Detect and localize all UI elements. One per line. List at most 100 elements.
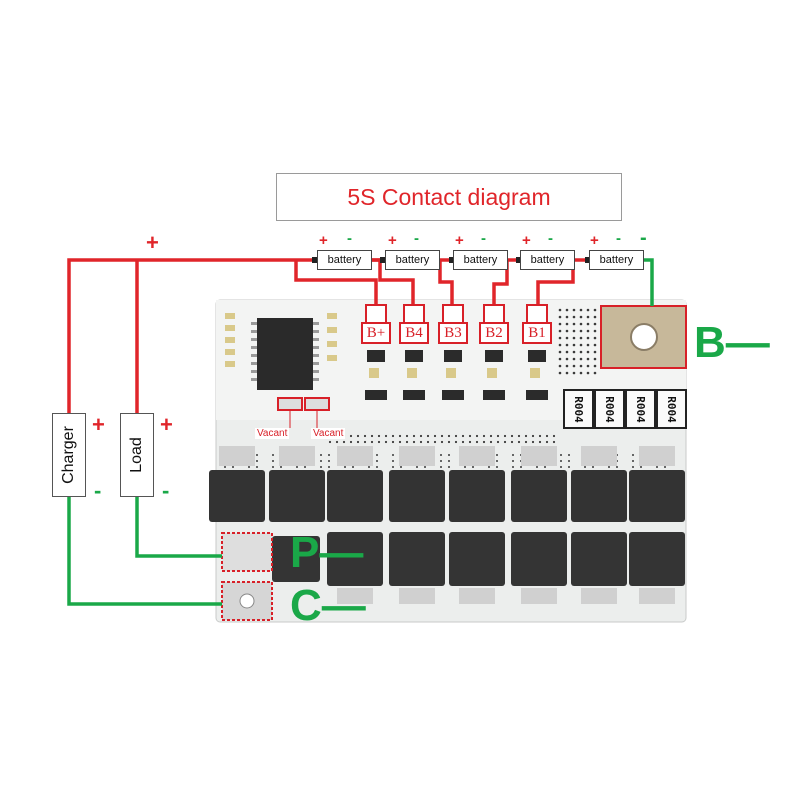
board-dot [565,308,569,312]
mosfet [511,470,567,522]
mosfet-tab [399,446,435,466]
board-dot [579,329,583,333]
board-dot [472,466,474,468]
board-dot [448,460,450,462]
board-dot [593,371,597,375]
board-dot [363,434,367,438]
board-dot [440,434,444,438]
board-dot [558,336,562,340]
board-dot [565,350,569,354]
board-dot [320,454,322,456]
board-dot [558,329,562,333]
mosfet [571,470,627,522]
board-dot [256,466,258,468]
board-dot [489,434,493,438]
cell-capacitor [487,368,497,378]
cell-transistor [367,350,385,362]
ic-pin [251,330,257,333]
vacant-label-1: Vacant [255,428,290,439]
board-dot [520,466,522,468]
board-dot [584,466,586,468]
board-dot [475,434,479,438]
resistor-4-label: R004 [665,395,678,423]
board-dot [524,440,528,444]
board-dot [512,460,514,462]
mosfet-tab [337,588,373,604]
board-dot [272,466,274,468]
board-dot [440,466,442,468]
board-dot [272,460,274,462]
pad-b3: B3 [438,322,468,344]
ic-pin [251,370,257,373]
board-dot [320,460,322,462]
board-dot [565,315,569,319]
board-dot [512,454,514,456]
battery-2-plus: + [388,232,397,249]
ic-chip [257,318,313,390]
charger-box: Charger [52,413,86,497]
left-components [225,313,337,367]
board-dot [328,466,330,468]
board-dot [248,466,250,468]
board-dot [256,454,258,456]
board-dot [593,322,597,326]
board-dot [356,440,360,444]
board-dot [400,466,402,468]
ic-pin [251,378,257,381]
board-dot [545,434,549,438]
board-dot [586,308,590,312]
board-dot [304,466,306,468]
battery-2: battery [385,250,440,270]
mosfet [629,532,685,586]
cell-transistor [528,350,546,362]
cell-capacitor [530,368,540,378]
battery-4-plus: + [522,232,531,249]
battery-1-plus: + [319,232,328,249]
vacant-pad-1 [277,397,303,411]
pad-b3-stub [442,304,464,322]
load-plus-sign: + [160,412,173,437]
board-dot [328,440,332,444]
board-dot [503,440,507,444]
ic-pins [251,322,319,381]
board-dot [531,434,535,438]
board-dot [496,454,498,456]
board-dot [342,440,346,444]
board-dot [510,434,514,438]
board-dot [560,454,562,456]
mosfet-tab [581,588,617,604]
battery-4: battery [520,250,575,270]
pad-b4-stub [403,304,425,322]
mosfet [327,532,383,586]
board-dot [579,371,583,375]
pad-b4: B4 [399,322,429,344]
board-dot [412,434,416,438]
battery-3: battery [453,250,508,270]
board-dot [398,434,402,438]
cell-components [365,350,548,400]
board-dot [512,466,514,468]
board-dot [475,440,479,444]
mosfet [629,470,685,522]
board-dot [416,466,418,468]
board-dot [586,343,590,347]
cell-capacitor [369,368,379,378]
board-dot [454,434,458,438]
board-dot [496,460,498,462]
battery-4-minus: - [548,230,553,247]
cell-transistor [444,350,462,362]
board-dot [448,454,450,456]
resistor-3: R004 [625,389,656,429]
board-dot [391,434,395,438]
battery-3-plus: + [455,232,464,249]
board-dot [579,357,583,361]
board-dot [558,308,562,312]
board-dot [440,454,442,456]
board-dot [640,466,642,468]
mosfet [209,470,265,522]
b-minus-label: B— [694,318,770,367]
mosfet-tab [639,446,675,466]
board-dot [579,336,583,340]
board-dot [565,371,569,375]
board-dot [368,466,370,468]
